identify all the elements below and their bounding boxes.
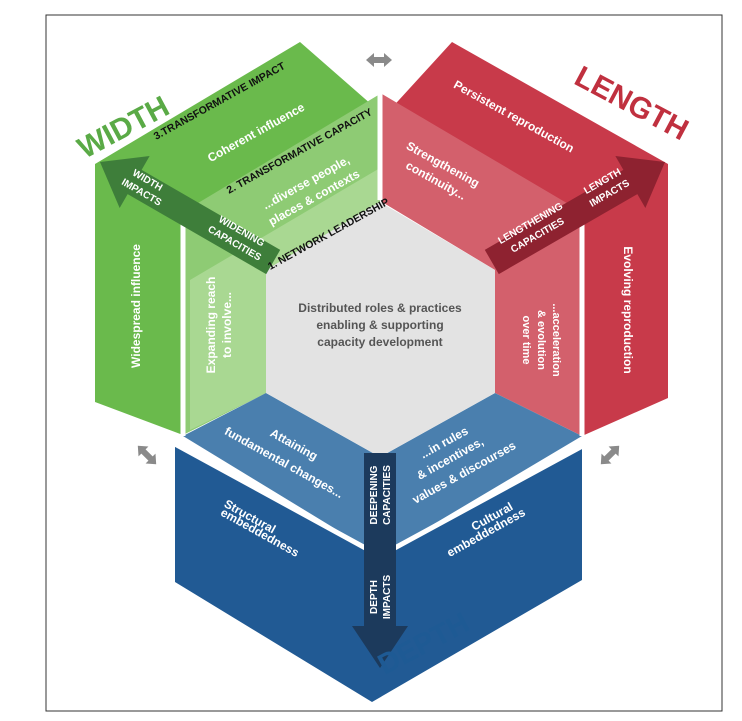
width-arrow [100,156,281,275]
width-widespread-influence: Widespread influence [129,244,143,368]
double-arrow-icon [137,445,157,465]
depth-arrow-capacity-2: CAPACITIES [382,465,393,525]
depth-arrow-capacity-1: DEEPENING [369,465,380,524]
separator-lines [173,94,592,559]
width-inner-band [190,168,380,430]
length-transformative-capacity-band [382,94,582,436]
depth-arrow [352,453,408,668]
center-hexagon [266,202,495,457]
double-arrow-icon [600,445,620,465]
length-acceleration-1: ...acceleration [550,303,562,377]
center-line-2: enabling & supporting [316,318,443,332]
width-expanding-reach-1: Expanding reach [204,277,218,374]
length-acceleration-2: & evolution [535,310,547,370]
center-line-3: capacity development [317,335,442,349]
depth-arrow-impact-2: IMPACTS [382,575,393,620]
double-arrow-icon [366,53,392,67]
width-expanding-reach-2: to involve... [220,292,234,358]
length-acceleration-3: over time [520,316,532,365]
center-text: Distributed roles & practices enabling &… [298,301,462,349]
length-arrow [484,156,665,275]
center-line-1: Distributed roles & practices [298,301,462,315]
depth-arrow-impact-1: DEPTH [369,580,380,614]
length-evolving-reproduction: Evolving reproduction [621,246,635,373]
